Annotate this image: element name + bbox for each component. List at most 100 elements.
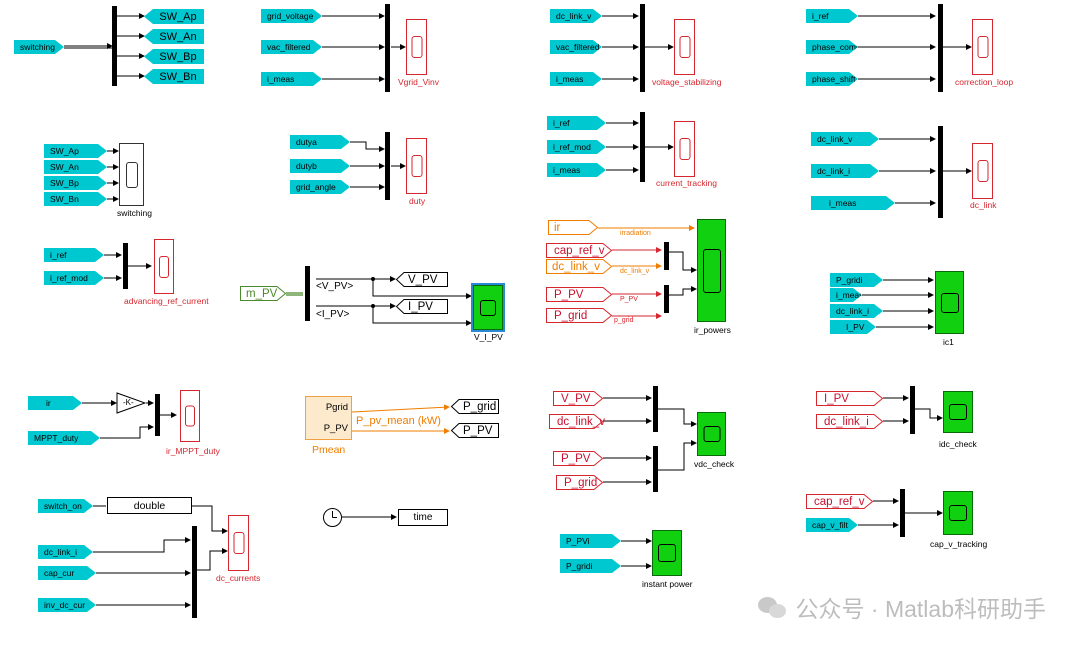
scope-cap-v-tracking[interactable] <box>943 491 973 535</box>
from-i-ref[interactable]: i_ref <box>806 9 858 23</box>
from-cap-ref-v[interactable]: cap_ref_v <box>546 243 613 258</box>
goto-p-pv[interactable]: P_PV <box>450 423 499 438</box>
scope-current-tracking[interactable] <box>674 121 695 177</box>
from-i-ref-3[interactable]: i_ref <box>44 248 104 262</box>
from-switch-on[interactable]: switch_on <box>38 499 93 513</box>
from-phase-comp[interactable]: phase_comp <box>806 40 858 54</box>
from-i-meas-3[interactable]: i_meas <box>547 163 606 177</box>
mux-vdc-check-bottom[interactable] <box>653 446 658 492</box>
from-dc-link-i-3[interactable]: dc_link_i <box>38 545 93 559</box>
from-sw-ap[interactable]: SW_Ap <box>44 144 107 158</box>
scope-ir-mppt-duty[interactable] <box>180 390 200 442</box>
mux-ir-powers-bottom[interactable] <box>664 285 669 313</box>
scope-correction-loop[interactable] <box>972 19 993 75</box>
mux-cap-v-tracking[interactable] <box>900 489 905 537</box>
from-vac-filtered-2[interactable]: vac_filtered <box>550 40 602 54</box>
scope-instant-power[interactable] <box>652 530 682 576</box>
mux-duty[interactable] <box>385 132 390 200</box>
from-ir-2[interactable]: ir <box>28 396 82 410</box>
demux-switching[interactable] <box>112 6 117 86</box>
mux-ir-mppt-duty[interactable] <box>155 394 160 436</box>
convert-double-block[interactable]: double <box>107 497 192 514</box>
scope-vgrid-vinv[interactable] <box>406 19 427 75</box>
from-dc-link-v-red[interactable]: dc_link_v <box>549 414 605 429</box>
from-p-gridi[interactable]: P_gridi <box>830 273 883 287</box>
goto-sw-bn[interactable]: SW_Bn <box>144 69 204 84</box>
scope-dc-link[interactable] <box>972 143 993 199</box>
from-i-meas-2[interactable]: i_meas <box>550 72 602 86</box>
to-workspace-time[interactable]: time <box>398 509 448 526</box>
pmean-block[interactable]: Pgrid P_PV <box>305 396 352 440</box>
from-i-pv[interactable]: I_PV <box>830 320 876 334</box>
mux-dc-currents[interactable] <box>192 526 197 618</box>
scope-dc-currents[interactable] <box>228 515 249 571</box>
from-mppt-duty[interactable]: MPPT_duty <box>28 431 100 445</box>
from-dutya[interactable]: dutya <box>290 135 350 149</box>
from-ir[interactable]: ir <box>548 220 599 235</box>
goto-i-pv[interactable]: I_PV <box>395 299 448 314</box>
mux-voltage-stabilizing[interactable] <box>640 4 645 92</box>
from-dc-link-i-2[interactable]: dc_link_i <box>830 304 883 318</box>
mux-vgrid-vinv[interactable] <box>385 4 390 92</box>
scope-advancing-ref-current[interactable] <box>154 239 174 294</box>
from-sw-an[interactable]: SW_An <box>44 160 107 174</box>
gain-block[interactable] <box>116 392 146 414</box>
label-pmean: Pmean <box>312 444 346 456</box>
from-p-grid[interactable]: P_grid <box>546 308 613 323</box>
from-dc-link-v-3[interactable]: dc_link_v <box>546 259 613 274</box>
from-m-pv[interactable]: m_PV <box>240 286 287 301</box>
scope-ic1[interactable] <box>935 271 964 334</box>
label-current-tracking: current_tracking <box>656 178 717 188</box>
scope-duty[interactable] <box>406 138 427 194</box>
from-v-pv-red[interactable]: V_PV <box>553 391 604 406</box>
from-grid-voltage[interactable]: grid_voltage <box>261 9 322 23</box>
goto-v-pv[interactable]: V_PV <box>395 272 448 287</box>
from-cap-ref-v-2[interactable]: cap_ref_v <box>806 494 874 509</box>
bus-selector-pv[interactable] <box>305 266 310 321</box>
from-i-ref-2[interactable]: i_ref <box>547 116 606 130</box>
goto-p-grid[interactable]: P_grid <box>450 399 499 414</box>
from-i-ref-mod[interactable]: i_ref_mod <box>547 140 606 154</box>
from-i-meas[interactable]: i_meas <box>261 72 322 86</box>
goto-sw-an[interactable]: SW_An <box>144 29 204 44</box>
from-sw-bn[interactable]: SW_Bn <box>44 192 107 206</box>
scope-switching[interactable] <box>119 143 144 206</box>
scope-vdc-check[interactable] <box>697 412 726 456</box>
from-p-pv-red[interactable]: P_PV <box>553 451 604 466</box>
from-i-pv-red[interactable]: I_PV <box>816 391 884 406</box>
from-sw-bp[interactable]: SW_Bp <box>44 176 107 190</box>
mux-dc-link[interactable] <box>938 126 943 218</box>
mux-ir-powers-top[interactable] <box>664 242 669 270</box>
from-i-meas-5[interactable]: i_meas <box>830 288 862 302</box>
from-grid-angle[interactable]: grid_angle <box>290 180 350 194</box>
scope-idc-check[interactable] <box>943 391 973 433</box>
from-inv-dc-cur[interactable]: inv_dc_cur <box>38 598 96 612</box>
goto-sw-bp[interactable]: SW_Bp <box>144 49 204 64</box>
from-cap-v-filt[interactable]: cap_v_filt <box>806 518 858 532</box>
mux-vdc-check-top[interactable] <box>653 386 658 432</box>
from-p-gridi-2[interactable]: P_gridi <box>560 559 621 573</box>
from-p-grid-red[interactable]: P_grid <box>556 475 604 490</box>
clock-icon[interactable] <box>322 507 343 528</box>
scope-ir-powers[interactable] <box>697 219 726 322</box>
from-dc-link-v-2[interactable]: dc_link_v <box>811 132 879 146</box>
mux-current-tracking[interactable] <box>640 112 645 182</box>
from-dc-link-i[interactable]: dc_link_i <box>811 164 879 178</box>
scope-v-i-pv[interactable] <box>471 283 505 332</box>
from-switching[interactable]: switching <box>14 40 64 54</box>
from-i-meas-4[interactable]: i_meas <box>811 196 895 210</box>
mux-advancing-ref-current[interactable] <box>123 243 128 289</box>
scope-voltage-stabilizing[interactable] <box>674 19 695 75</box>
from-dutyb[interactable]: dutyb <box>290 159 350 173</box>
from-phase-shift[interactable]: phase_shift <box>806 72 858 86</box>
from-dc-link-i-red[interactable]: dc_link_i <box>816 414 884 429</box>
from-vac-filtered[interactable]: vac_filtered <box>261 40 322 54</box>
goto-sw-ap[interactable]: SW_Ap <box>144 9 204 24</box>
from-dc-link-v[interactable]: dc_link_v <box>550 9 602 23</box>
mux-correction-loop[interactable] <box>938 4 943 92</box>
mux-idc-check[interactable] <box>910 386 915 434</box>
from-p-pvi[interactable]: P_PVi <box>560 534 621 548</box>
from-p-pv[interactable]: P_PV <box>546 287 613 302</box>
from-i-ref-mod-2[interactable]: i_ref_mod <box>44 271 104 285</box>
from-cap-cur[interactable]: cap_cur <box>38 566 96 580</box>
